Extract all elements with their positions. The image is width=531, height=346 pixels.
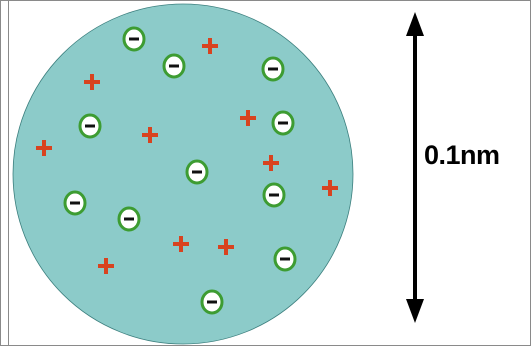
scale-bar [406,12,424,323]
atom-sphere [12,3,354,345]
plus-charge-icon [84,74,100,90]
electron-minus-icon [185,159,209,185]
plus-charge-icon [36,140,52,156]
plus-charge-icon [322,180,338,196]
scale-arrow-top-icon [406,12,424,36]
electron-minus-icon [271,110,295,136]
scale-label: 0.1nm [424,140,500,170]
plus-charge-icon [142,127,158,143]
plus-charge-icon [240,110,256,126]
scale-arrow-bottom-icon [406,299,424,323]
positive-charges [36,38,338,274]
plus-charge-icon [173,236,189,252]
plus-charge-icon [218,239,234,255]
plus-charge-icon [202,38,218,54]
electron-minus-icon [117,206,141,232]
electron-minus-icon [122,26,146,52]
electron-minus-icon [261,56,285,82]
electron-minus-icon [273,246,297,272]
electrons [63,26,297,315]
electron-minus-icon [262,182,286,208]
electron-minus-icon [200,289,224,315]
electron-minus-icon [78,113,102,139]
plus-charge-icon [263,155,279,171]
electron-minus-icon [63,190,87,216]
electron-minus-icon [162,53,186,79]
plus-charge-icon [98,258,114,274]
